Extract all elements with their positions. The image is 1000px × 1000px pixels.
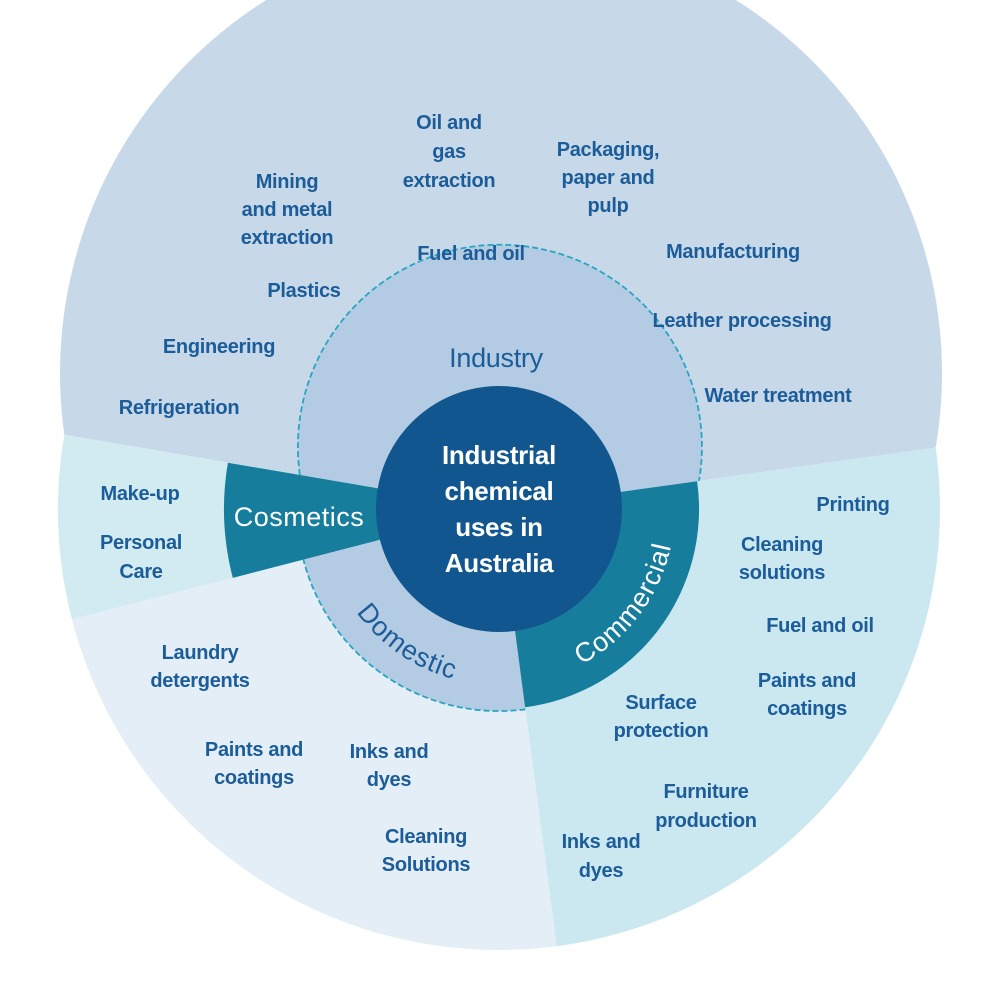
- item-line: pulp: [587, 195, 628, 217]
- item-line: Surface: [625, 692, 696, 714]
- wedge-cosmetics: [223, 462, 499, 578]
- item-line: detergents: [150, 670, 249, 692]
- item-line: Inks and: [350, 741, 429, 763]
- category-label-industry: Industry: [449, 343, 543, 373]
- item-surface-protection: Surface protection: [614, 692, 709, 742]
- item-paints-and-coatings-domestic: Paints and coatings: [205, 739, 303, 789]
- item-line: Personal: [100, 532, 182, 554]
- item-line: Mining: [256, 171, 319, 193]
- center-title-line: chemical: [445, 476, 554, 506]
- item-line: dyes: [579, 860, 624, 882]
- item-packaging-paper-pulp: Packaging, paper and pulp: [557, 139, 660, 217]
- center-circle: [376, 386, 622, 632]
- item-oil-gas-extraction: Oil and gas extraction: [403, 112, 496, 192]
- item-line: paper and: [562, 167, 655, 189]
- item-inks-and-dyes-domestic: Inks and dyes: [350, 741, 429, 791]
- item-line: Furniture: [663, 781, 748, 803]
- item-line: gas: [432, 141, 466, 163]
- item-mining-metal-extraction: Mining and metal extraction: [241, 171, 334, 249]
- item-personal-care: Personal Care: [100, 532, 182, 583]
- item-printing: Printing: [816, 494, 889, 516]
- item-line: Cleaning: [741, 534, 823, 556]
- item-laundry-detergents: Laundry detergents: [150, 642, 250, 692]
- item-cleaning-solutions-commercial: Cleaning solutions: [739, 534, 826, 584]
- item-line: Oil and: [416, 112, 482, 134]
- item-leather-processing: Leather processing: [652, 310, 831, 332]
- item-make-up: Make-up: [100, 483, 179, 505]
- category-label-cosmetics: Cosmetics: [234, 502, 365, 532]
- item-line: extraction: [241, 227, 334, 249]
- item-refrigeration: Refrigeration: [119, 397, 240, 419]
- item-line: coatings: [214, 767, 294, 789]
- item-cleaning-solutions-domestic: Cleaning Solutions: [382, 826, 471, 876]
- item-inks-and-dyes-commercial: Inks and dyes: [562, 831, 641, 882]
- item-line: Cleaning: [385, 826, 467, 848]
- item-line: dyes: [367, 769, 412, 791]
- item-line: solutions: [739, 562, 825, 584]
- item-line: Inks and: [562, 831, 641, 853]
- item-line: Paints and: [758, 670, 856, 692]
- item-line: and metal: [242, 199, 333, 221]
- item-plastics: Plastics: [267, 280, 340, 302]
- item-line: Laundry: [162, 642, 240, 664]
- center-title-line: uses in: [455, 512, 543, 542]
- item-line: Solutions: [382, 854, 471, 876]
- item-engineering: Engineering: [163, 336, 275, 358]
- item-line: production: [655, 810, 756, 832]
- item-fuel-and-oil-industry: Fuel and oil: [417, 243, 525, 265]
- item-line: extraction: [403, 170, 496, 192]
- center-title: Industrial chemical uses in Australia: [442, 440, 556, 578]
- ring-domestic-outline: [302, 559, 526, 712]
- item-line: protection: [614, 720, 709, 742]
- item-line: coatings: [767, 698, 847, 720]
- item-line: Packaging,: [557, 139, 660, 161]
- item-manufacturing: Manufacturing: [666, 241, 800, 263]
- ring-industry-outline: [297, 243, 703, 482]
- center-title-line: Australia: [445, 548, 554, 578]
- item-fuel-and-oil-commercial: Fuel and oil: [766, 615, 874, 637]
- item-furniture-production: Furniture production: [655, 781, 757, 832]
- item-water-treatment: Water treatment: [704, 385, 852, 407]
- center-title-line: Industrial: [442, 440, 556, 470]
- item-paints-and-coatings-commercial: Paints and coatings: [758, 670, 856, 720]
- item-line: Paints and: [205, 739, 303, 761]
- item-line: Care: [119, 561, 162, 583]
